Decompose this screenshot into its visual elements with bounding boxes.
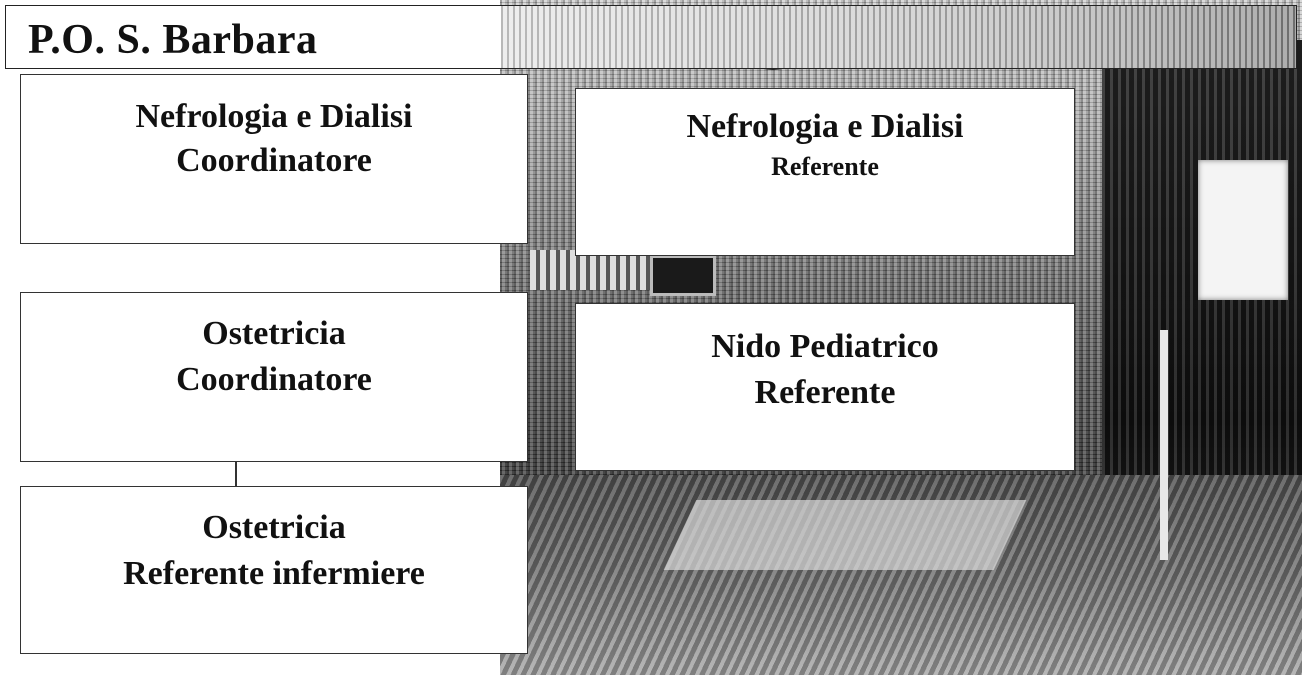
- box-label-unit: Nefrologia e Dialisi: [135, 98, 413, 135]
- box-label-role: Referente infermiere: [123, 555, 425, 592]
- box-label-unit: Nefrologia e Dialisi: [686, 108, 964, 145]
- box-label-role: Referente: [771, 152, 879, 181]
- ostetricia-coordinatore-box: Ostetricia Coordinatore: [20, 292, 528, 462]
- page-title: P.O. S. Barbara: [28, 17, 318, 63]
- nefrologia-coordinatore-box: Nefrologia e Dialisi Coordinatore: [20, 74, 528, 244]
- photo-monitor: [650, 255, 716, 296]
- photo-table: [663, 500, 1027, 570]
- connector-line: [235, 462, 237, 486]
- box-label-role: Coordinatore: [176, 142, 372, 179]
- title-photo-strip: [501, 6, 1296, 68]
- nido-pediatrico-referente-box: Nido Pediatrico Referente: [575, 303, 1075, 471]
- box-label-unit: Nido Pediatrico: [711, 328, 939, 365]
- photo-iv-pole: [1160, 330, 1168, 560]
- box-label-unit: Ostetricia: [202, 315, 346, 352]
- ostetricia-referente-box: Ostetricia Referente infermiere: [20, 486, 528, 654]
- box-label-role: Referente: [754, 374, 896, 411]
- nefrologia-referente-box: Nefrologia e Dialisi Referente: [575, 88, 1075, 256]
- photo-window: [1198, 160, 1288, 300]
- box-label-role: Coordinatore: [176, 361, 372, 398]
- title-bar: P.O. S. Barbara: [5, 5, 1297, 69]
- photo-cabinet: [530, 250, 650, 290]
- box-label-unit: Ostetricia: [202, 509, 346, 546]
